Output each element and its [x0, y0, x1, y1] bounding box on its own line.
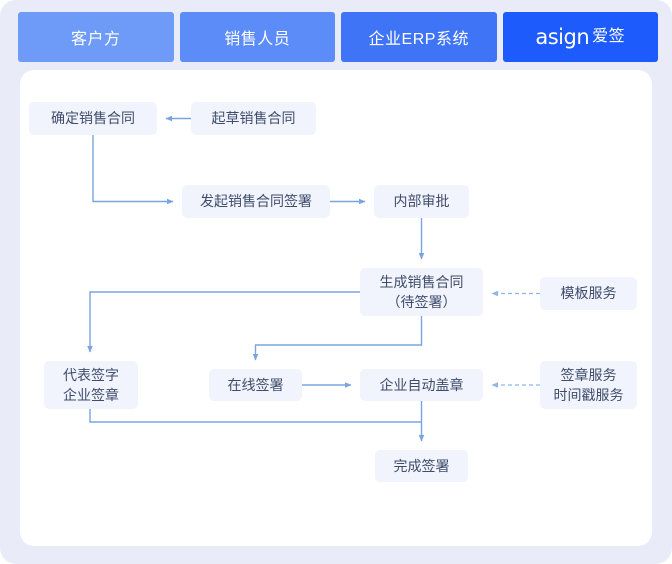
node-online-signing-label: 在线签署	[227, 376, 284, 393]
asign-logo: asign 爱签	[535, 24, 626, 49]
node-template-service[interactable]: 模板服务	[540, 277, 637, 310]
asign-wordmark: asign	[535, 24, 590, 49]
lane-tab-customer[interactable]: 客户方	[18, 12, 174, 62]
lane-tab-sales-label: 销售人员	[224, 31, 291, 48]
lane-header-band: 客户方 销售人员 企业ERP系统 asign 爱签	[0, 0, 672, 74]
node-seal-time-service-label-2: 时间戳服务	[553, 387, 624, 403]
lane-tab-erp-label: 企业ERP系统	[368, 31, 469, 48]
node-signing-complete-label: 完成签署	[393, 457, 450, 474]
lane-tab-erp[interactable]: 企业ERP系统	[341, 12, 497, 62]
node-confirm-contract[interactable]: 确定销售合同	[29, 102, 157, 135]
node-online-signing[interactable]: 在线签署	[209, 369, 302, 401]
node-internal-approval[interactable]: 内部审批	[374, 185, 469, 218]
node-seal-time-service-label-1: 签章服务	[560, 366, 617, 383]
node-rep-sign-seal[interactable]: 代表签字 企业签章	[44, 361, 138, 409]
node-generate-contract-label-2: （待签署）	[386, 294, 457, 310]
node-signing-complete[interactable]: 完成签署	[375, 450, 468, 482]
node-template-service-label: 模板服务	[560, 285, 617, 302]
asign-logo-cn: 爱签	[592, 28, 626, 45]
node-internal-approval-label: 内部审批	[393, 193, 450, 210]
node-rep-sign-seal-label-2: 企业签章	[63, 387, 119, 403]
node-initiate-signing[interactable]: 发起销售合同签署	[182, 185, 330, 218]
node-auto-seal-label: 企业自动盖章	[379, 376, 464, 393]
node-seal-time-service[interactable]: 签章服务 时间戳服务	[540, 361, 637, 409]
node-confirm-contract-label: 确定销售合同	[51, 110, 135, 127]
node-draft-contract[interactable]: 起草销售合同	[191, 102, 316, 135]
lane-tab-strip: 客户方 销售人员 企业ERP系统 asign 爱签	[18, 12, 658, 62]
node-rep-sign-seal-label-1: 代表签字	[63, 366, 119, 383]
node-generate-contract-label-1: 生成销售合同	[379, 273, 464, 290]
lane-tab-customer-label: 客户方	[70, 31, 121, 48]
node-initiate-signing-label: 发起销售合同签署	[200, 193, 312, 210]
node-generate-contract[interactable]: 生成销售合同 （待签署）	[360, 268, 483, 316]
lane-tab-asign[interactable]: asign 爱签	[502, 12, 658, 62]
node-auto-seal[interactable]: 企业自动盖章	[360, 369, 483, 401]
lane-tab-sales[interactable]: 销售人员	[179, 12, 335, 62]
node-draft-contract-label: 起草销售合同	[211, 110, 296, 127]
